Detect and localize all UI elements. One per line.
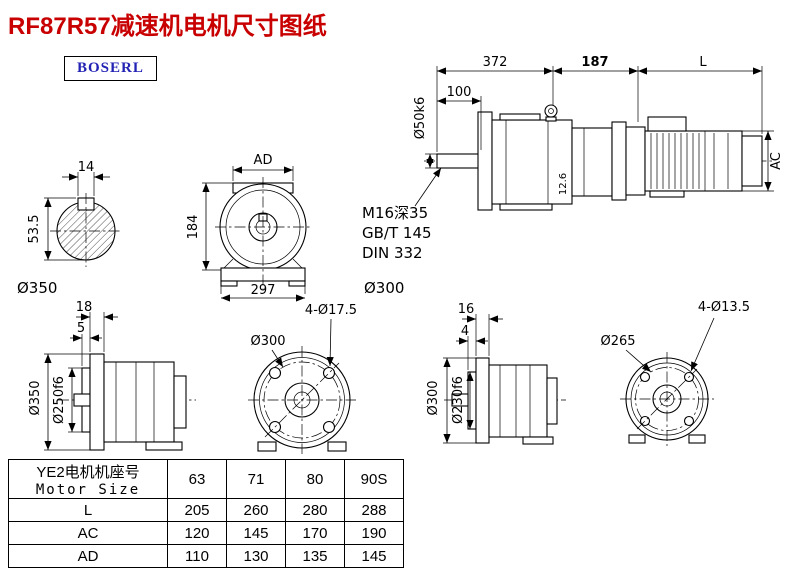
table-header-cn: YE2电机机座号 [36, 463, 140, 481]
cell-AD-80: 135 [285, 544, 345, 568]
dim-187: 187 [581, 55, 608, 70]
dim-5: 5 [77, 321, 85, 336]
table-row-AC: AC 120 145 170 190 [8, 521, 404, 545]
dim-shaft-diameter: Ø50k6 [413, 97, 428, 140]
gearbox-front-view: AD 184 297 [186, 153, 311, 302]
flange1-front-view: 4-Ø17.5 Ø300 [248, 303, 357, 454]
page-title: RF87R57减速机电机尺寸图纸 [8, 13, 327, 40]
motor-size-90s: 90S [344, 459, 404, 499]
cell-AD-71: 130 [226, 544, 286, 568]
shaft-section-view: 14 53.5 [27, 160, 122, 267]
dim-4: 4 [461, 324, 469, 339]
dim-motor-length: L [699, 55, 707, 70]
cell-AD-63: 110 [167, 544, 227, 568]
row-label-AD: AD [8, 544, 168, 568]
table-header-row: YE2电机机座号 Motor Size 63 71 80 90S [8, 459, 404, 499]
cell-AC-71: 145 [226, 521, 286, 545]
motor-size-63: 63 [167, 459, 227, 499]
dim-key-height: 53.5 [27, 215, 42, 244]
cell-AC-80: 170 [285, 521, 345, 545]
note-thread: M16深35 [362, 204, 428, 222]
row-label-L: L [8, 498, 168, 522]
assembly-side-view: 372 187 L 100 Ø50k6 AC 12.6 M16深35 GB/T … [362, 55, 784, 262]
dim-184: 184 [186, 215, 201, 240]
dim-key-width: 14 [78, 160, 95, 175]
dim-flange2-spigot: Ø230f6 [451, 376, 466, 424]
flange2-side-view: 16 4 Ø300 Ø230f6 [426, 302, 566, 445]
dim-flange2-bolt-circle: Ø265 [600, 334, 635, 349]
cell-L-63: 205 [167, 498, 227, 522]
dim-18: 18 [76, 300, 93, 315]
dim-AD: AD [254, 153, 273, 168]
note-gb-standard: GB/T 145 [362, 224, 432, 242]
table-row-AD: AD 110 130 135 145 [8, 544, 404, 568]
dim-flange1-holes: 4-Ø17.5 [305, 303, 357, 318]
dim-297: 297 [251, 283, 276, 298]
cell-L-90s: 288 [344, 498, 404, 522]
brand-logo: BOSERL [64, 56, 157, 81]
cell-L-80: 280 [285, 498, 345, 522]
dim-AC: AC [769, 152, 784, 170]
table-header-en: Motor Size [35, 481, 141, 498]
dim-flange1-od: Ø350 [28, 380, 43, 415]
dim-flange2-holes: 4-Ø13.5 [698, 300, 750, 315]
flange2-front-view: 4-Ø13.5 Ø265 [600, 300, 750, 446]
cell-AD-90s: 145 [344, 544, 404, 568]
dim-12-6: 12.6 [558, 173, 569, 195]
row-label-AC: AC [8, 521, 168, 545]
flange1-side-view: 18 5 Ø350 Ø250f6 [28, 300, 196, 451]
motor-size-71: 71 [226, 459, 286, 499]
motor-size-table: YE2电机机座号 Motor Size 63 71 80 90S L 205 2… [8, 459, 404, 568]
dim-16: 16 [458, 302, 475, 317]
table-header-cell: YE2电机机座号 Motor Size [8, 459, 168, 499]
label-flange-300: Ø300 [364, 279, 404, 297]
floating-labels: Ø350 Ø300 [17, 279, 404, 297]
dim-flange1-bolt-circle: Ø300 [250, 334, 285, 349]
note-din-standard: DIN 332 [362, 244, 423, 262]
dim-flange2-od: Ø300 [426, 380, 441, 415]
table-row-L: L 205 260 280 288 [8, 498, 404, 522]
dim-372: 372 [483, 55, 508, 70]
label-flange-350: Ø350 [17, 279, 57, 297]
dim-flange1-spigot: Ø250f6 [52, 376, 67, 424]
motor-size-80: 80 [285, 459, 345, 499]
cell-AC-90s: 190 [344, 521, 404, 545]
cell-AC-63: 120 [167, 521, 227, 545]
cell-L-71: 260 [226, 498, 286, 522]
dim-100: 100 [447, 85, 472, 100]
